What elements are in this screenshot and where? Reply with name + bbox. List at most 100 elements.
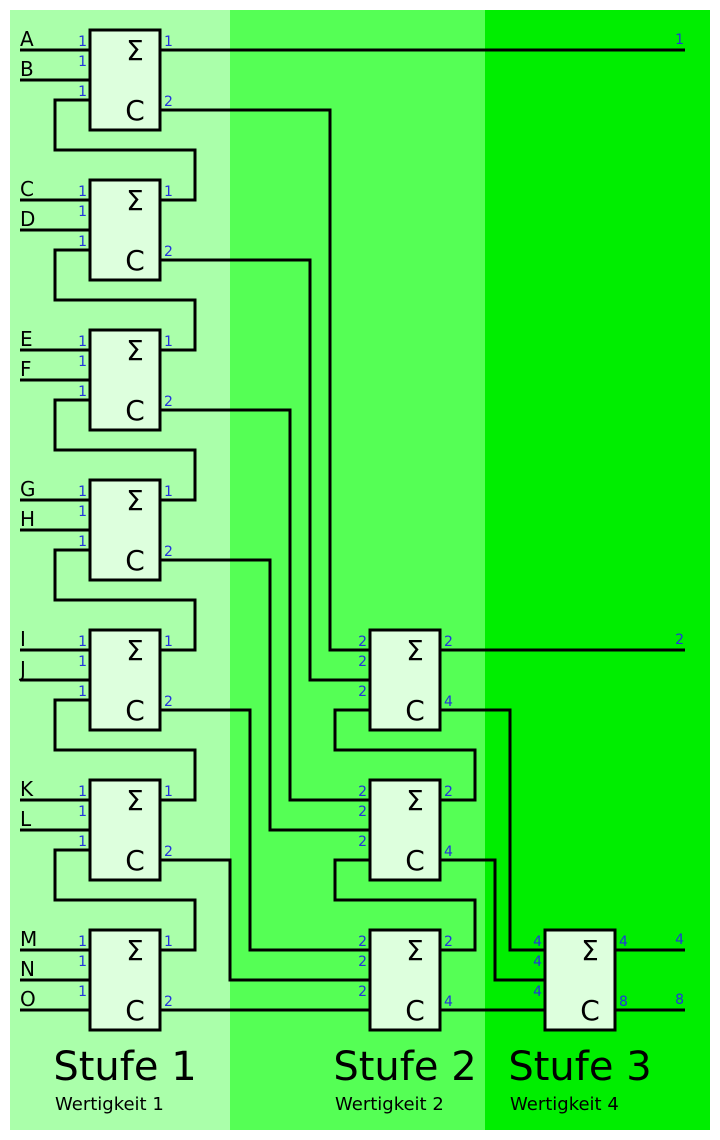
input-label: M xyxy=(20,927,37,951)
sum-weight-label: 1 xyxy=(164,34,173,50)
input-label: O xyxy=(20,987,36,1011)
carry-symbol: C xyxy=(125,244,145,277)
stage-title: Stufe 3 xyxy=(508,1044,651,1090)
carry-symbol: C xyxy=(405,994,425,1027)
sum-weight-label: 2 xyxy=(444,784,453,800)
input-weight-label: 2 xyxy=(358,954,367,970)
input-label: K xyxy=(20,777,34,801)
adders: ΣC11112ΣC11112ΣC11112ΣC11112ΣC11112ΣC111… xyxy=(78,28,628,1032)
adder-box xyxy=(88,928,162,1032)
stage-weight-subtitle: Wertigkeit 4 xyxy=(510,1094,619,1115)
input-weight-label: 2 xyxy=(358,654,367,670)
stage-2-adder: ΣC 2 2 2 2 4 xyxy=(358,928,453,1032)
adder-box xyxy=(88,328,162,432)
input-weight-label: 2 xyxy=(358,934,367,950)
output-weight-label: 8 xyxy=(675,992,684,1008)
input-label: C xyxy=(20,177,34,201)
sum-symbol: Σ xyxy=(126,784,144,817)
sum-weight-label: 1 xyxy=(164,334,173,350)
adder-box xyxy=(368,928,442,1032)
input-weight-label: 1 xyxy=(78,234,87,250)
output-weight-label: 1 xyxy=(675,32,684,48)
adder-box xyxy=(368,628,442,732)
input-weight-label: 1 xyxy=(78,634,87,650)
carry-symbol: C xyxy=(125,94,145,127)
adder-box xyxy=(88,28,162,132)
sum-weight-label: 2 xyxy=(444,934,453,950)
input-weight-label: 2 xyxy=(358,634,367,650)
adder-box xyxy=(88,178,162,282)
carry-weight-label: 4 xyxy=(444,844,453,860)
input-weight-label: 1 xyxy=(78,334,87,350)
stage-title: Stufe 2 xyxy=(333,1044,476,1090)
adder-box xyxy=(88,778,162,882)
carry-symbol: C xyxy=(125,994,145,1027)
carry-weight-label: 2 xyxy=(164,994,173,1010)
input-label: F xyxy=(20,357,32,381)
sum-symbol: Σ xyxy=(126,334,144,367)
input-weight-label: 2 xyxy=(358,684,367,700)
input-label: I xyxy=(20,627,26,651)
adder-box xyxy=(88,628,162,732)
input-weight-label: 1 xyxy=(78,684,87,700)
sum-symbol: Σ xyxy=(406,934,424,967)
input-weight-label: 4 xyxy=(533,954,542,970)
adder-box xyxy=(543,928,617,1032)
carry-weight-label: 8 xyxy=(619,994,628,1010)
input-label: E xyxy=(20,327,33,351)
input-weight-label: 2 xyxy=(358,984,367,1000)
sum-symbol: Σ xyxy=(126,934,144,967)
carry-weight-label: 2 xyxy=(164,244,173,260)
input-weight-label: 1 xyxy=(78,484,87,500)
input-weight-label: 1 xyxy=(78,34,87,50)
input-weight-label: 1 xyxy=(78,954,87,970)
input-weight-label: 1 xyxy=(78,504,87,520)
carry-weight-label: 2 xyxy=(164,94,173,110)
input-label: N xyxy=(20,957,35,981)
stage-title: Stufe 1 xyxy=(53,1044,196,1090)
input-weight-label: 1 xyxy=(78,54,87,70)
carry-weight-label: 2 xyxy=(164,544,173,560)
input-weight-label: 2 xyxy=(358,804,367,820)
sum-symbol: Σ xyxy=(406,784,424,817)
sum-symbol: Σ xyxy=(126,634,144,667)
input-weight-label: 1 xyxy=(78,354,87,370)
input-label: B xyxy=(20,57,34,81)
input-weight-label: 1 xyxy=(78,784,87,800)
output-weight-label: 2 xyxy=(675,632,684,648)
stage-2-background xyxy=(230,10,485,1130)
input-label: G xyxy=(20,477,36,501)
sum-symbol: Σ xyxy=(406,634,424,667)
input-weight-label: 1 xyxy=(78,654,87,670)
input-label: L xyxy=(20,807,32,831)
input-weight-label: 1 xyxy=(78,834,87,850)
input-weight-label: 1 xyxy=(78,384,87,400)
input-weight-label: 1 xyxy=(78,534,87,550)
input-label: J xyxy=(18,657,26,681)
sum-weight-label: 4 xyxy=(619,934,628,950)
carry-symbol: C xyxy=(125,844,145,877)
adder-box xyxy=(368,778,442,882)
stage-weight-subtitle: Wertigkeit 2 xyxy=(335,1094,444,1115)
stage-weight-subtitle: Wertigkeit 1 xyxy=(55,1094,164,1115)
input-weight-label: 2 xyxy=(358,834,367,850)
sum-weight-label: 1 xyxy=(164,634,173,650)
sum-symbol: Σ xyxy=(581,934,599,967)
sum-weight-label: 2 xyxy=(444,634,453,650)
input-weight-label: 1 xyxy=(78,184,87,200)
output-weight-label: 4 xyxy=(675,932,684,948)
input-label: D xyxy=(20,207,35,231)
carry-symbol: C xyxy=(580,994,600,1027)
carry-symbol: C xyxy=(405,694,425,727)
carry-weight-label: 2 xyxy=(164,844,173,860)
carry-weight-label: 4 xyxy=(444,994,453,1010)
